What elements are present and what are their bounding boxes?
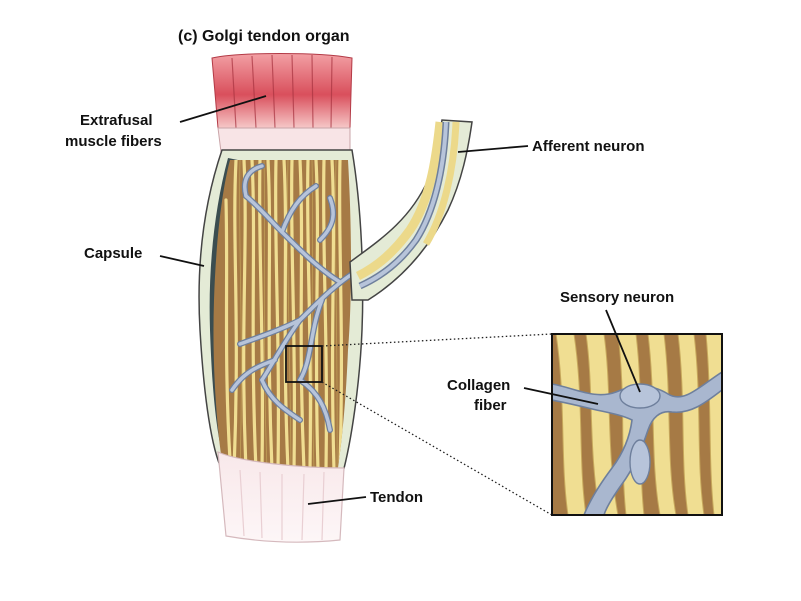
label-afferent-neuron: Afferent neuron bbox=[532, 138, 645, 155]
leader-lines bbox=[159, 95, 641, 505]
afferent-neuron bbox=[349, 119, 473, 301]
figure-title: (c) Golgi tendon organ bbox=[178, 28, 350, 45]
label-extrafusal-line1: Extrafusal bbox=[80, 112, 153, 129]
tendon bbox=[217, 451, 345, 543]
zoom-lines bbox=[321, 333, 553, 516]
label-extrafusal-line2: muscle fibers bbox=[65, 133, 162, 150]
label-collagen-line1: Collagen bbox=[447, 377, 511, 394]
sensory-neuron-branches bbox=[229, 163, 365, 433]
label-collagen-line2: fiber bbox=[474, 397, 507, 414]
magnified-inset bbox=[551, 333, 723, 516]
detail-region-marker bbox=[285, 345, 323, 383]
label-tendon: Tendon bbox=[370, 489, 424, 506]
label-capsule: Capsule bbox=[84, 245, 143, 262]
label-sensory-neuron: Sensory neuron bbox=[560, 289, 675, 306]
